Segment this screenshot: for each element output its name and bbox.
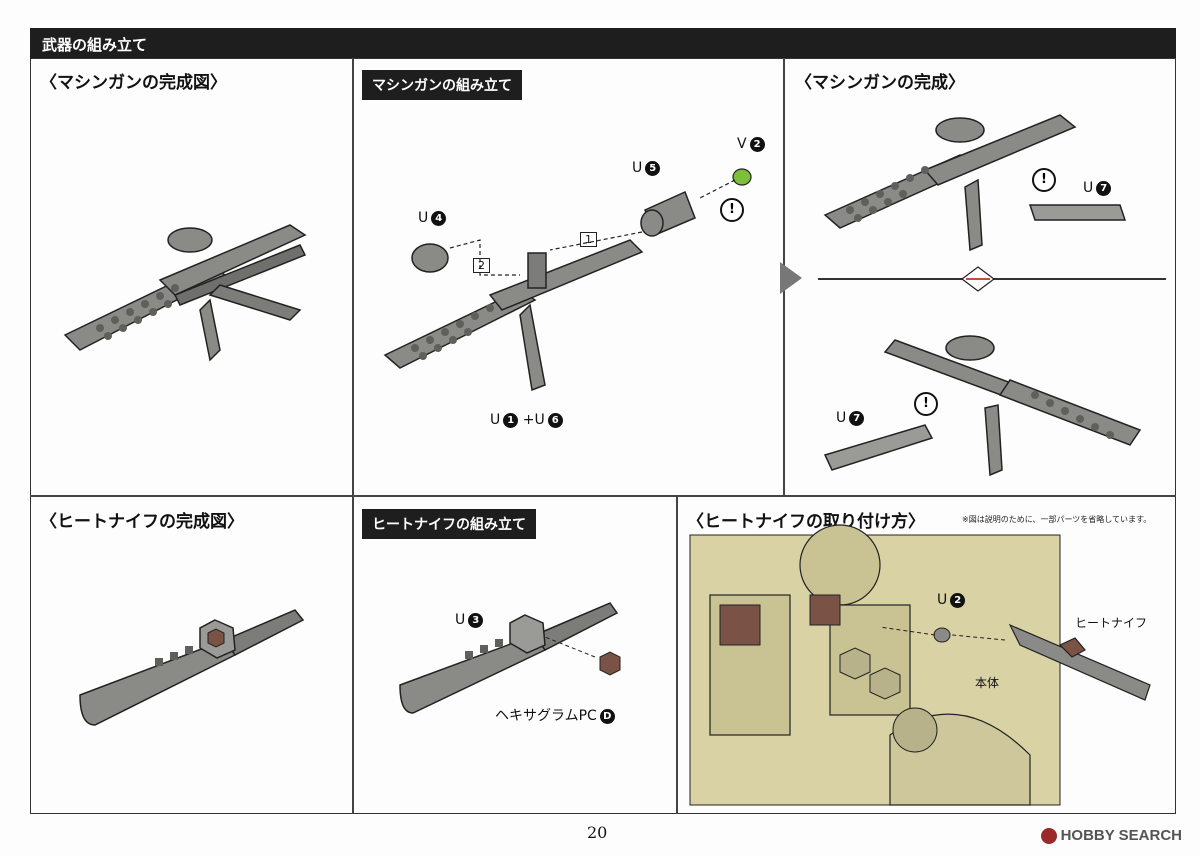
part-u1-number: 1 (503, 412, 519, 428)
barrel-holes (96, 284, 179, 340)
heat-knife-assembly-title: ヒートナイフの組み立て (362, 509, 536, 539)
part-u6-number: 6 (547, 412, 563, 428)
section-header-title: 武器の組み立て (42, 36, 148, 54)
part-u3-number: 3 (468, 612, 484, 628)
section-header: 武器の組み立て (30, 28, 1176, 58)
part-u3-letter: U (455, 612, 466, 628)
machine-gun-complete-title: 〈マシンガンの完成図〉 (40, 73, 227, 93)
step-1-number: 1 (585, 233, 592, 246)
robot-knife (1008, 623, 1151, 701)
watermark: HOBBY SEARCH (1040, 826, 1182, 844)
part-u7b-number: 7 (849, 410, 865, 426)
step-box-1: 1 (580, 232, 597, 247)
part-u4-number: 4 (431, 210, 447, 226)
robot-stud (933, 627, 951, 643)
page-number: 20 (587, 823, 608, 842)
divider-v1 (352, 58, 354, 814)
machine-gun-completion-title: 〈マシンガンの完成〉 (795, 73, 965, 93)
completion-gun-bottom (823, 335, 1142, 477)
hexagram-pc-code: D (599, 708, 615, 724)
machine-gun-assembly-title: マシンガンの組み立て (362, 70, 522, 100)
next-step-arrow (780, 262, 802, 294)
part-u2-number: 2 (950, 592, 966, 608)
part-u1-letter: U (490, 412, 501, 428)
rotate-icon (961, 266, 995, 292)
part-u4-shape (411, 243, 449, 273)
machine-gun-assembly-illustration (383, 168, 752, 392)
part-u7a-number: 7 (1096, 180, 1112, 196)
part-u7b-letter: U (836, 410, 847, 426)
machine-gun-illustration (63, 224, 307, 362)
heat-knife-attach-note: ※図は説明のために、一部パーツを省略しています。 (962, 515, 1152, 524)
plus-sign: + (522, 412, 535, 428)
part-v2-number: 2 (749, 136, 765, 152)
heat-knife-assembly-illustration (399, 602, 621, 714)
body-label: 本体 (975, 676, 1000, 690)
divider-v3 (676, 495, 678, 814)
caution-icon-v2: ! (720, 198, 744, 222)
heat-knife-attach-title: 〈ヒートナイフの取り付け方〉 (687, 512, 925, 532)
assembly-arrows (449, 179, 736, 276)
robot-body-illustration (689, 524, 1151, 806)
assembly-barrel-holes (411, 304, 494, 360)
completion-gun-top (823, 114, 1127, 252)
part-u5-letter: U (632, 160, 643, 176)
step-box-2: 2 (473, 258, 490, 273)
heat-knife-label: ヒートナイフ (1075, 616, 1148, 630)
part-u7a-letter: U (1083, 180, 1094, 196)
assembly-gun-body (383, 239, 644, 392)
part-u6-letter: U (534, 412, 545, 428)
hobby-search-logo-icon (1040, 828, 1057, 844)
hexagram-pc-name: ヘキサグラムPC (495, 708, 597, 724)
caution-icon-top: ! (1032, 168, 1056, 192)
part-u2-letter: U (937, 592, 948, 608)
part-u4-letter: U (418, 210, 429, 226)
step-2-number: 2 (478, 259, 485, 272)
part-u5-number: 5 (645, 160, 661, 176)
divider-h1 (30, 495, 1176, 497)
panel-frame (30, 58, 1176, 814)
part-u5-shape (640, 190, 696, 237)
part-v2-shape (732, 168, 752, 186)
caution-icon-bottom: ! (914, 392, 938, 416)
part-v2-letter: V (737, 136, 747, 152)
heat-knife-complete-title: 〈ヒートナイフの完成図〉 (40, 512, 244, 532)
heat-knife-illustration (79, 609, 305, 726)
watermark-text: HOBBY SEARCH (1060, 826, 1182, 844)
machine-gun-body (63, 224, 307, 362)
